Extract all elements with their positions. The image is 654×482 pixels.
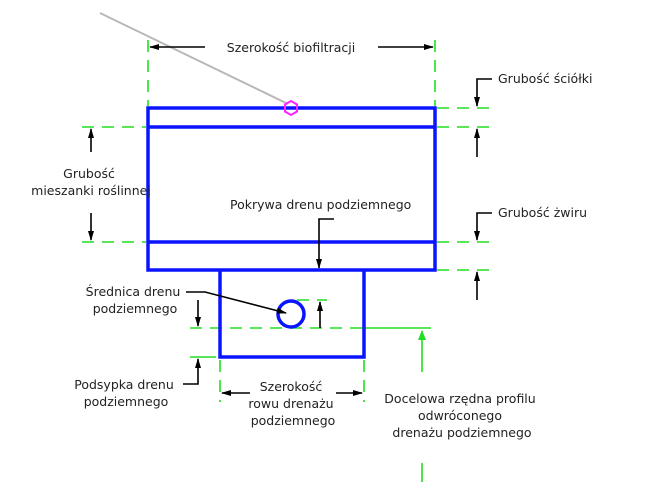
- label-line: Szerokość: [260, 379, 323, 394]
- label-gravel-thickness: Grubość żwiru: [498, 205, 587, 220]
- dimension-arrows: [88, 44, 492, 396]
- label-mulch-thickness: Grubość ściółki: [498, 71, 592, 86]
- label-underdrain-bedding: Podsypka drenu podziemnego: [74, 377, 178, 409]
- mulch-leader: [474, 78, 492, 107]
- label-line: Średnica drenu: [86, 284, 181, 299]
- label-line: drenażu podziemnego: [392, 425, 531, 440]
- guide-lines: [82, 40, 490, 482]
- label-underdrain-cover: Pokrywa drenu podziemnego: [230, 197, 411, 212]
- trench-outline: [218, 270, 366, 359]
- label-trench-width: Szerokość rowu drenażu podziemnego: [248, 379, 337, 428]
- label-line: podziemnego: [84, 394, 169, 409]
- structure: [146, 106, 437, 359]
- pointer-line: [99, 12, 289, 105]
- grip-marker-icon[interactable]: [284, 99, 298, 117]
- cover-leader: [316, 218, 334, 269]
- label-line: mieszanki roślinnej: [31, 183, 151, 198]
- label-line: podziemnego: [251, 413, 336, 428]
- label-line: odwróconego: [418, 408, 502, 423]
- biofilter-box: [146, 106, 437, 272]
- label-planting-mix-thickness: Grubość mieszanki roślinnej: [31, 166, 151, 198]
- label-line: podziemnego: [93, 301, 178, 316]
- label-line: Podsypka drenu: [74, 377, 174, 392]
- label-biofilter-width: Szerokość biofiltracji: [227, 40, 355, 55]
- label-invert-elevation: Docelowa rzędna profilu odwróconego dren…: [384, 391, 539, 440]
- bedding-leader: [183, 358, 201, 385]
- label-line: rowu drenażu: [248, 396, 333, 411]
- label-underdrain-diameter: Średnica drenu podziemnego: [86, 284, 185, 316]
- gravel-leader: [474, 212, 492, 241]
- diameter-leader: [186, 291, 287, 314]
- label-line: Grubość: [63, 166, 115, 181]
- label-line: Docelowa rzędna profilu: [384, 391, 535, 406]
- underdrain-pipe: [276, 299, 306, 329]
